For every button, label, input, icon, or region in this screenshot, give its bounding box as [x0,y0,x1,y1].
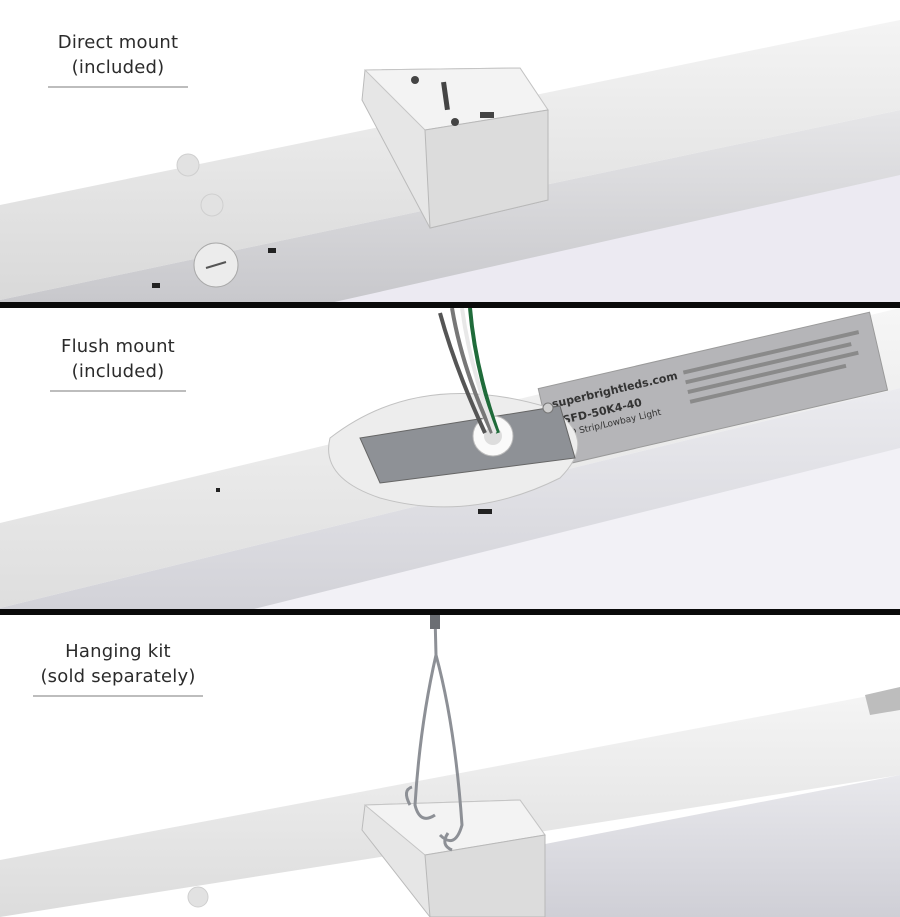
supply-wires [438,308,500,434]
caption-underline [50,390,186,392]
hanging-kit-photo [0,615,900,917]
caption-direct-mount: Direct mount (included) [48,30,188,88]
caption-title: Flush mount [61,336,175,357]
caption-flush-mount: Flush mount (included) [50,334,186,392]
cable-gripper [430,615,440,629]
hanging-wire-hook [405,615,464,852]
caption-subtitle: (included) [71,57,165,78]
caption-subtitle: (sold separately) [40,666,196,687]
caption-hanging-kit: Hanging kit (sold separately) [33,639,203,697]
mounting-bracket [361,67,549,229]
mounting-bracket [361,799,546,917]
caption-underline [33,695,203,697]
panel-divider [0,609,900,615]
panel-flush-mount: superbrightleds.com LSFD-50K4-40 LED Str… [0,308,900,610]
panel-hanging-kit [0,615,900,917]
direct-mount-photo [0,20,900,303]
flush-mount-photo: superbrightleds.com LSFD-50K4-40 LED Str… [0,308,900,610]
panel-divider [0,302,900,308]
caption-underline [48,86,188,88]
panel-direct-mount [0,0,900,303]
caption-subtitle: (included) [71,361,165,382]
caption-title: Direct mount [57,32,179,53]
fixture-front-face [540,775,900,917]
mounting-plate [328,392,579,508]
caption-title: Hanging kit [65,641,171,662]
